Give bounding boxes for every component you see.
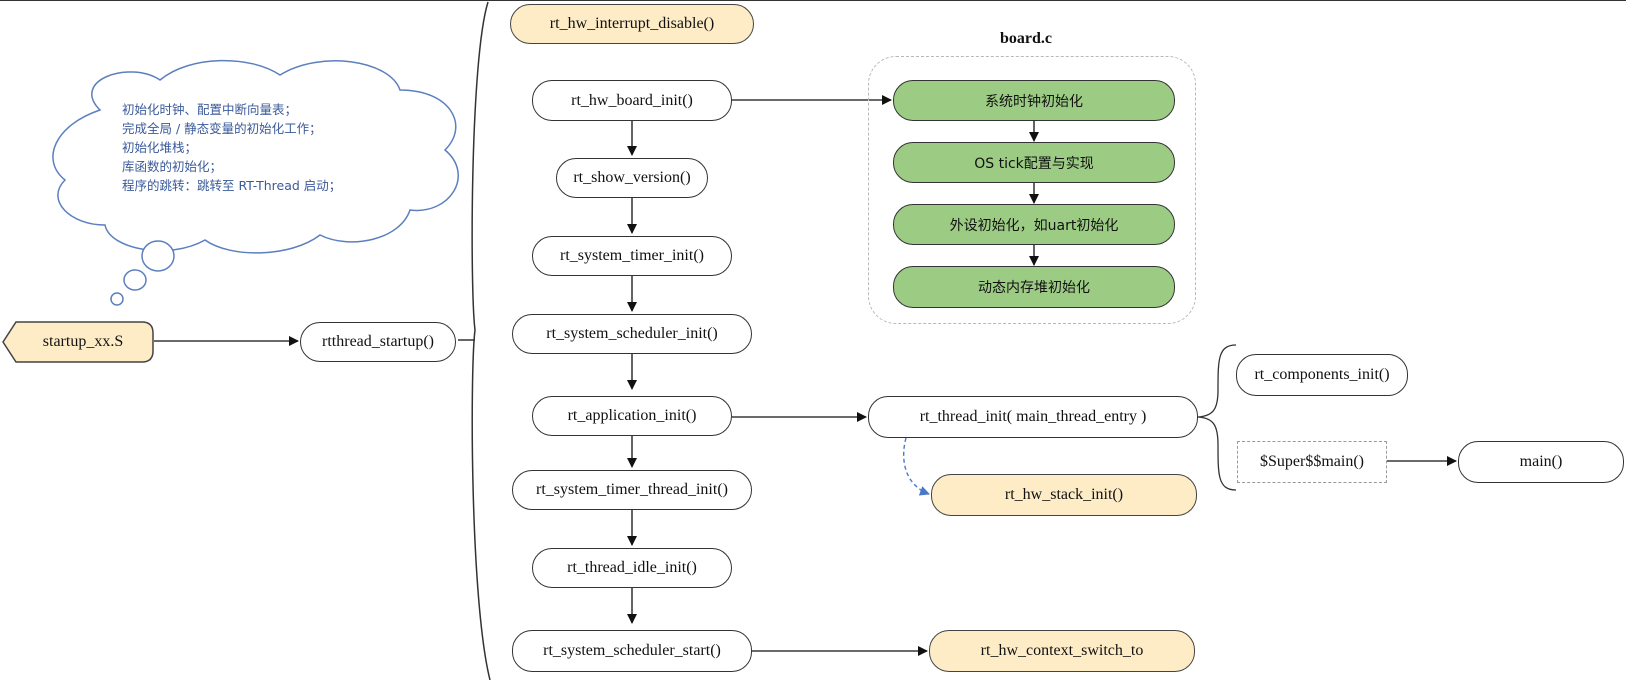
- rtthread-startup-node: rtthread_startup(): [300, 322, 456, 362]
- top-border-line: [0, 0, 1626, 1]
- board-step-heap: 动态内存堆初始化: [893, 266, 1175, 308]
- super-main-node: $Super$$main(): [1237, 441, 1387, 483]
- board-init-node: rt_hw_board_init(): [532, 80, 732, 121]
- grouping-brace: [471, 1, 491, 680]
- cloud-line: 程序的跳转：跳转至 RT-Thread 启动；: [122, 178, 342, 193]
- thread-idle-init-node: rt_thread_idle_init(): [532, 548, 732, 588]
- timer-thread-init-node: rt_system_timer_thread_init(): [512, 470, 752, 510]
- cloud-line: 初始化堆栈；: [122, 140, 198, 155]
- show-version-node: rt_show_version(): [556, 158, 708, 198]
- cloud-line: 库函数的初始化；: [122, 159, 223, 174]
- hw-stack-init-node: rt_hw_stack_init(): [931, 474, 1197, 516]
- interrupt-disable-node: rt_hw_interrupt_disable(): [510, 4, 754, 44]
- board-step-peripheral: 外设初始化，如uart初始化: [893, 204, 1175, 245]
- main-node: main(): [1458, 441, 1624, 483]
- cloud-line: 初始化时钟、配置中断向量表；: [122, 102, 298, 117]
- application-init-node: rt_application_init(): [532, 396, 732, 436]
- scheduler-init-node: rt_system_scheduler_init(): [512, 314, 752, 354]
- components-init-node: rt_components_init(): [1236, 354, 1408, 396]
- cloud-line: 完成全局 / 静态变量的初始化工作；: [122, 121, 322, 136]
- board-frame: [868, 56, 1196, 324]
- board-title: board.c: [1000, 30, 1052, 47]
- thread-init-brace: [1197, 344, 1237, 491]
- startup-label: startup_xx.S: [42, 333, 124, 350]
- system-timer-init-node: rt_system_timer_init(): [532, 236, 732, 276]
- context-switch-node: rt_hw_context_switch_to: [929, 630, 1195, 672]
- board-step-os-tick: OS tick配置与实现: [893, 142, 1175, 183]
- startup-node: startup_xx.S: [2, 321, 154, 363]
- scheduler-start-node: rt_system_scheduler_start(): [512, 630, 752, 672]
- stack-init-dashed-arrow: [903, 437, 930, 496]
- thread-init-node: rt_thread_init( main_thread_entry ): [868, 396, 1198, 438]
- board-step-clock: 系统时钟初始化: [893, 80, 1175, 121]
- cloud-text: 初始化时钟、配置中断向量表； 完成全局 / 静态变量的初始化工作； 初始化堆栈；…: [122, 100, 341, 195]
- thought-cloud: [52, 59, 459, 306]
